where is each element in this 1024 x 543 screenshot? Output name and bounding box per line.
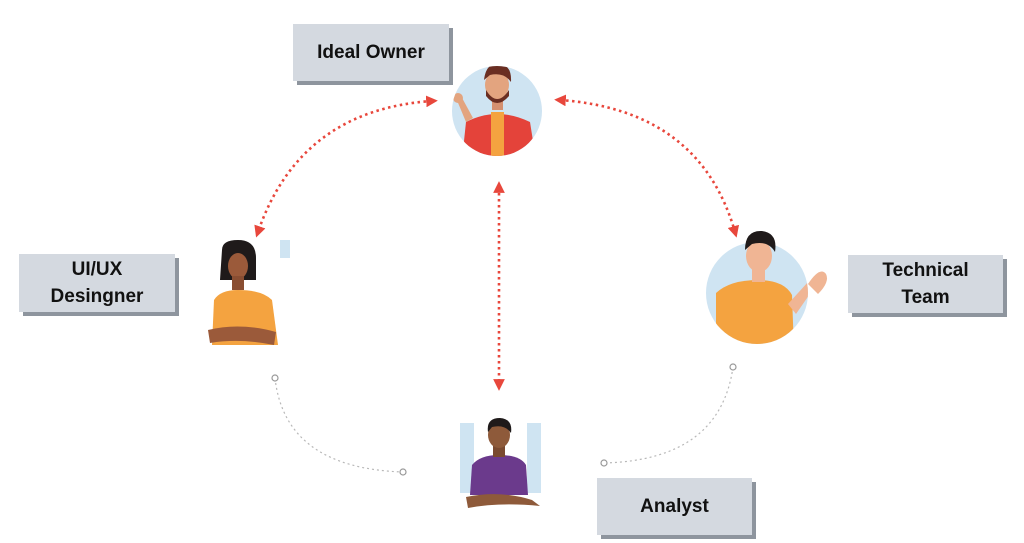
- connector-node: [271, 374, 279, 382]
- analyst-text: Analyst: [640, 496, 709, 517]
- connector-tech-analyst: [603, 366, 734, 464]
- woman-arms-crossed-icon: [208, 240, 290, 345]
- man-waving-icon: [706, 230, 827, 344]
- connector-node: [729, 363, 737, 371]
- technical-team-text-line1: Technical: [882, 260, 969, 281]
- technical-team-text-line2: Team: [901, 287, 950, 308]
- man-arms-crossed-icon: [460, 418, 541, 508]
- connector-node: [600, 459, 608, 467]
- connector-node: [399, 468, 407, 476]
- uiux-designer-label: UI/UX Desingner: [19, 254, 175, 312]
- uiux-designer-text-line1: UI/UX: [71, 259, 123, 280]
- technical-team-label: Technical Team: [848, 255, 1003, 313]
- connector-designer-analyst: [274, 377, 404, 473]
- arrow-owner-designer: [254, 95, 438, 238]
- ideal-owner-text: Ideal Owner: [317, 42, 425, 63]
- analyst-label: Analyst: [597, 478, 752, 535]
- ideal-owner-label: Ideal Owner: [293, 24, 449, 81]
- arrow-owner-tech: [554, 94, 740, 238]
- bearded-man-waving-icon: [452, 66, 542, 156]
- uiux-designer-text-line2: Desingner: [50, 286, 144, 307]
